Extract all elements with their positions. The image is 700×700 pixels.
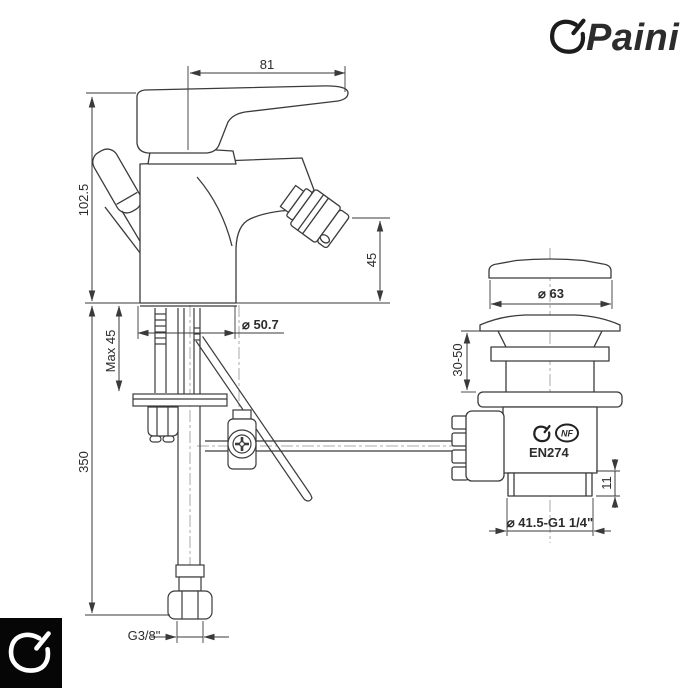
mounting-flange [132, 393, 228, 443]
faucet [92, 85, 350, 307]
under-deck-hardware [132, 308, 456, 620]
waste-thread-tail [507, 472, 593, 497]
dim-aerator-height: 45 [364, 253, 379, 267]
body-contour-line [196, 176, 233, 247]
waste-plate [479, 314, 621, 332]
mounting-nut [147, 406, 179, 437]
supply-pipes [177, 308, 201, 565]
knurled-nut [451, 410, 505, 482]
dim-waste-thread-length: 11 [599, 476, 614, 490]
witness-lines [85, 66, 620, 643]
dimension-texts: 81 102.5 Max 45 350 45 ⌀ 50.7 ⌀ 63 30-50… [76, 57, 614, 643]
standard-label: EN274 [529, 445, 570, 460]
nf-mark-label: NF [561, 429, 573, 439]
brand-logo: Paini [552, 17, 680, 59]
dim-waste-cap-diameter: ⌀ 63 [538, 286, 564, 301]
brand-block [0, 618, 62, 688]
dim-base-diameter: ⌀ 50.7 [242, 317, 279, 332]
inlet-nut [167, 590, 213, 620]
pop-up-control [205, 409, 456, 470]
dim-max-mounting-thickness: Max 45 [103, 330, 118, 373]
dimension-lines [88, 69, 619, 641]
waste-washer [490, 346, 610, 362]
dim-inlet-thread: G3/8" [128, 628, 161, 643]
drain-assembly [451, 258, 623, 497]
dim-spout-reach: 81 [260, 57, 274, 72]
clamp-tab [232, 409, 252, 420]
flexible-hose [195, 336, 313, 502]
aerator-head [279, 184, 350, 249]
certification-marks: NF EN274 [529, 423, 579, 460]
lever-handle [136, 85, 349, 154]
waste-locking-flange [477, 391, 623, 408]
dim-body-height: 102.5 [76, 184, 91, 217]
waste-cap [488, 258, 612, 279]
nf-certification-icon [555, 423, 579, 443]
inlet-fitting [167, 564, 213, 620]
mounting-stud [154, 308, 167, 393]
brand-logo-text: Paini [586, 17, 680, 59]
waste-body [502, 406, 598, 474]
paini-symbol-icon [552, 21, 583, 52]
dim-waste-adjust-range: 30-50 [450, 343, 465, 376]
dim-waste-thread: ⌀ 41.5-G1 1/4" [507, 515, 593, 530]
dim-hose-length: 350 [76, 451, 91, 473]
